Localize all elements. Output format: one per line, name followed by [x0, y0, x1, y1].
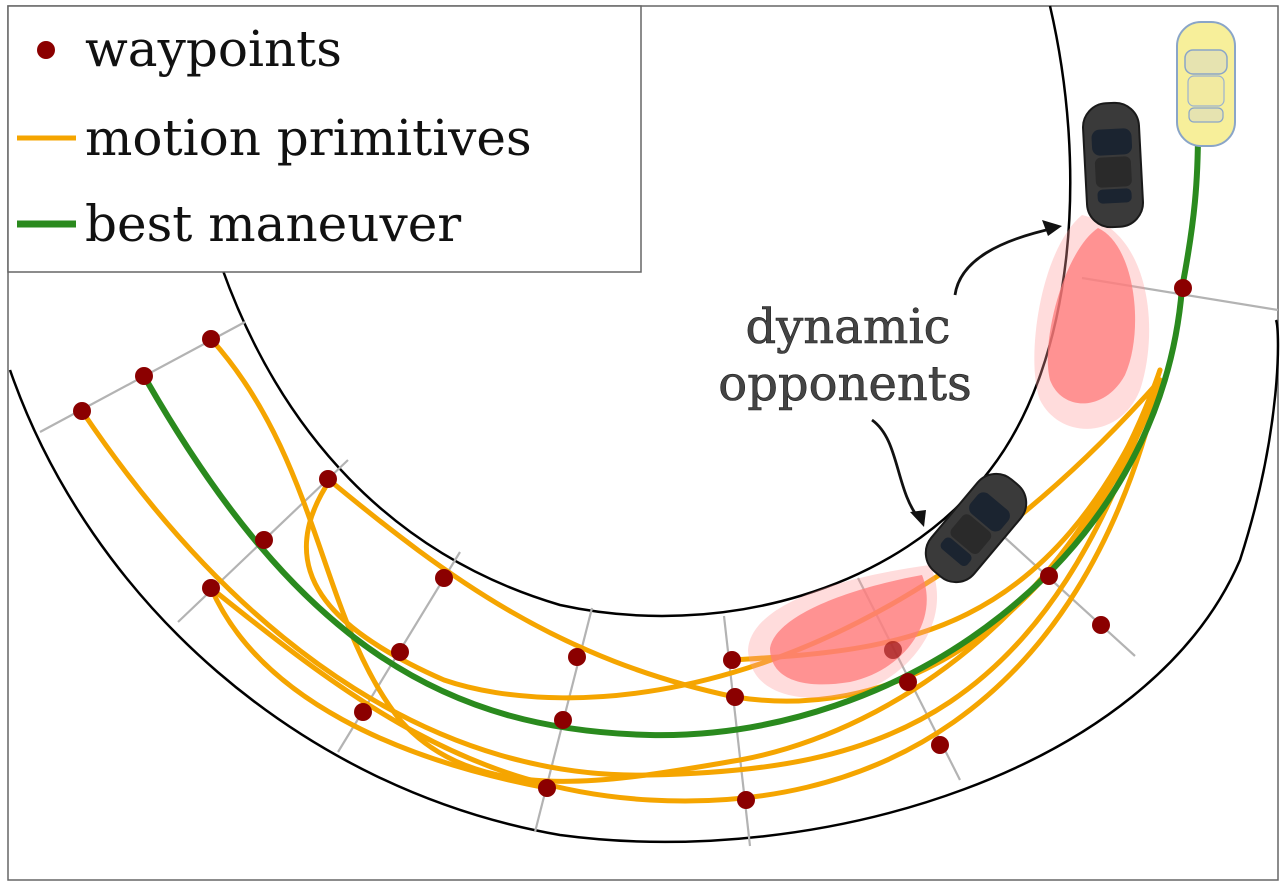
motion-primitive-path [325, 387, 1161, 704]
legend-best-label: best maneuver [85, 195, 461, 253]
waypoint [319, 470, 337, 488]
motion-primitive-path [303, 377, 1163, 701]
car-rear-window [940, 537, 972, 566]
track-outer-border [8, 319, 1280, 844]
best-maneuver-path [141, 127, 1201, 739]
legend-waypoints-label: waypoints [85, 20, 342, 78]
upper-opponent-prediction-inner [1047, 228, 1136, 404]
legend-box [7, 5, 642, 273]
annotation-line-2: opponents [718, 356, 971, 412]
waypoint [202, 579, 220, 597]
waypoint [135, 367, 153, 385]
arrow-heads [910, 220, 1062, 527]
car-roof [1187, 75, 1225, 107]
ego-car [1176, 21, 1236, 147]
lower-opponent-car [924, 472, 1028, 584]
motion-primitive-path [208, 336, 1163, 784]
arrow-to-upper-opponent [953, 226, 1056, 296]
waypoint [737, 791, 755, 809]
waypoint [568, 648, 586, 666]
upper-opponent-car [1082, 101, 1144, 229]
annotation-arrows [871, 226, 1056, 521]
waypoint [1174, 279, 1192, 297]
car-windshield [969, 492, 1010, 532]
waypoint [931, 736, 949, 754]
arrowhead-upper [1042, 220, 1062, 236]
car-roof [1094, 156, 1132, 188]
waypoint [1040, 567, 1058, 585]
waypoint [538, 779, 556, 797]
waypoint [1092, 616, 1110, 634]
waypoints [73, 279, 1192, 809]
arrowhead-lower [910, 510, 926, 527]
waypoint [255, 531, 273, 549]
waypoint [391, 643, 409, 661]
arrow-to-lower-opponent [871, 418, 922, 521]
waypoint [354, 703, 372, 721]
legend: waypoints motion primitives best maneuve… [7, 5, 642, 273]
legend-primitives-label: motion primitives [85, 109, 532, 167]
waypoint [726, 688, 744, 706]
grid-line [1001, 534, 1136, 657]
car-rear-window [1188, 107, 1224, 123]
legend-waypoint-marker [37, 41, 55, 59]
motion-primitive-path [208, 585, 550, 791]
waypoint [73, 402, 91, 420]
figure-frame [7, 5, 1279, 881]
annotation-line-1: dynamic [745, 299, 950, 355]
waypoint [202, 330, 220, 348]
car-rear-window [1097, 188, 1132, 204]
waypoint [899, 673, 917, 691]
car-windshield [1184, 49, 1228, 75]
motion-primitive-path [79, 367, 1163, 778]
motion-primitive-path [208, 377, 1163, 804]
waypoint [435, 569, 453, 587]
waypoint [884, 641, 902, 659]
car-windshield [1091, 128, 1133, 156]
waypoint [723, 651, 741, 669]
waypoint [554, 711, 572, 729]
car-roof [950, 514, 992, 554]
track-inner-border [220, 5, 1072, 618]
